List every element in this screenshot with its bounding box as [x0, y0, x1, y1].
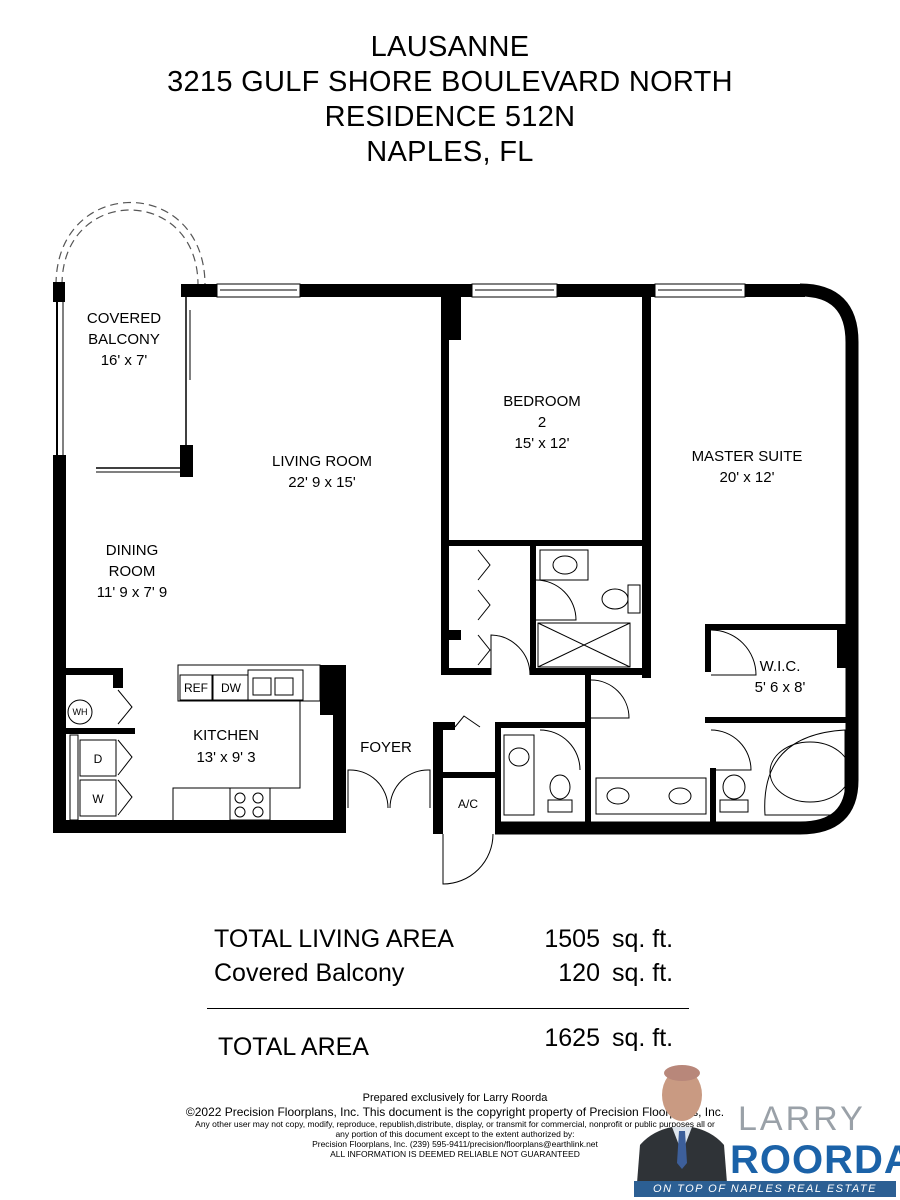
refrigerator-label: REF [184, 681, 208, 695]
building-name: LAUSANNE [370, 31, 530, 63]
living-room-label: LIVING ROOM [272, 453, 372, 470]
prepared-for: Prepared exclusively for Larry Roorda [362, 1092, 548, 1104]
exterior-walls [53, 282, 805, 833]
curved-wall-top-right [495, 283, 859, 835]
balcony-dims: 16' x 7' [101, 352, 148, 369]
ac-label: A/C [458, 797, 478, 811]
wic-label: W.I.C. [760, 658, 801, 675]
logo-tagline: ON TOP OF NAPLES REAL ESTATE [634, 1181, 896, 1197]
balcony-label-1: COVERED [87, 310, 161, 327]
copyright-footer: Prepared exclusively for Larry Roorda ©2… [150, 1092, 760, 1159]
washer-label: W [92, 792, 104, 806]
balcony-arc [55, 201, 206, 286]
dining-room-label-2: ROOM [109, 563, 156, 580]
total-area-value: 1625 [544, 1024, 600, 1052]
dryer-label: D [94, 752, 103, 766]
kitchen-counters [172, 664, 321, 821]
area-divider [207, 1008, 689, 1009]
disclaimer-line: ALL INFORMATION IS DEEMED RELIABLE NOT G… [330, 1149, 580, 1159]
copyright-line: ©2022 Precision Floorplans, Inc. This do… [185, 1105, 725, 1119]
logo-last-name: ROORDA [730, 1138, 900, 1182]
balcony-area-value: 120 [558, 959, 600, 987]
master-suite-dims: 20' x 12' [720, 469, 775, 486]
bedroom-2-number: 2 [538, 414, 546, 431]
street-address: 3215 GULF SHORE BOULEVARD NORTH [167, 66, 733, 98]
kitchen-dims: 13' x 9' 3 [196, 749, 255, 766]
total-area-unit: sq. ft. [612, 1024, 674, 1052]
agent-photo-icon [637, 1065, 727, 1183]
water-heater-label: WH [73, 707, 88, 717]
title-block: LAUSANNE 3215 GULF SHORE BOULEVARD NORTH… [0, 30, 900, 170]
entry-doors [347, 769, 494, 885]
balcony-label-2: BALCONY [88, 331, 160, 348]
bedroom-2-dims: 15' x 12' [515, 435, 570, 452]
living-area-label: TOTAL LIVING AREA [214, 925, 454, 953]
logo-first-name: LARRY [738, 1100, 866, 1138]
living-room-dims: 22' 9 x 15' [288, 474, 356, 491]
usage-notice-1: Any other user may not copy, modify, rep… [195, 1119, 715, 1129]
residence-number: RESIDENCE 512N [324, 101, 576, 133]
balcony-area-label: Covered Balcony [214, 959, 405, 987]
balcony-slider [96, 297, 193, 477]
closet-doors [454, 549, 757, 771]
foyer-label: FOYER [360, 739, 412, 756]
city-state: NAPLES, FL [366, 136, 534, 168]
contact-line: Precision Floorplans, Inc. (239) 595-941… [312, 1139, 598, 1149]
living-area-value: 1505 [544, 925, 600, 953]
laundry-fixtures [67, 689, 133, 821]
interior-walls [65, 290, 852, 834]
wic-dims: 5' 6 x 8' [755, 679, 806, 696]
bath-fixtures [503, 549, 851, 816]
usage-notice-2: any portion of this document except to t… [335, 1129, 575, 1139]
master-suite-label: MASTER SUITE [692, 448, 803, 465]
living-area-unit: sq. ft. [612, 925, 674, 953]
dining-room-label-1: DINING [106, 542, 159, 559]
dining-room-dims: 11' 9 x 7' 9 [97, 584, 168, 601]
kitchen-label: KITCHEN [193, 727, 259, 744]
total-area-label: TOTAL AREA [218, 1033, 369, 1061]
balcony-arc-inner [61, 209, 199, 286]
dishwasher-label: DW [221, 681, 242, 695]
balcony-area-unit: sq. ft. [612, 959, 674, 987]
bedroom-2-label: BEDROOM [503, 393, 581, 410]
